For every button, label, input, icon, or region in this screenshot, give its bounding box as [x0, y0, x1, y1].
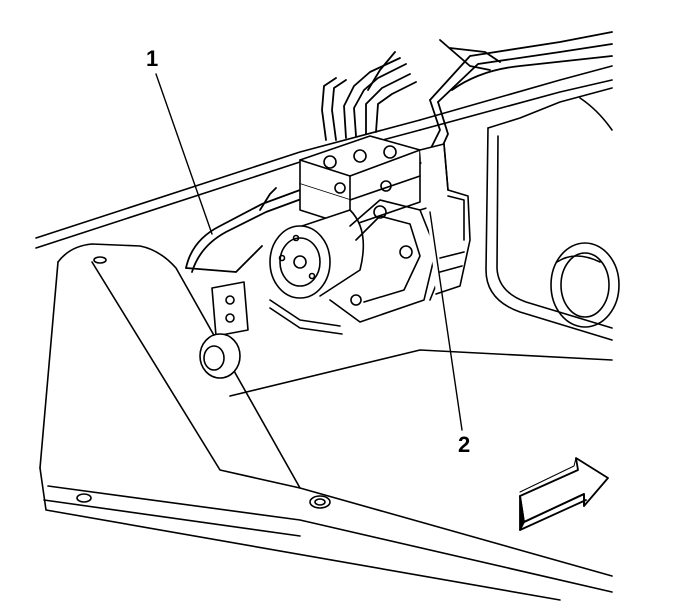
callout-label-2: 2	[458, 432, 471, 457]
leader-line-1	[155, 73, 213, 235]
module-tubes	[321, 57, 417, 141]
electronic-control-unit	[419, 143, 471, 295]
pump-motor	[269, 209, 365, 299]
callout-label-1: 1	[146, 46, 159, 71]
mounting-bracket	[199, 281, 249, 379]
front-frame-member	[39, 243, 613, 601]
leader-lines	[155, 73, 463, 431]
inner-fender-panel	[485, 87, 620, 341]
direction-arrow-icon	[519, 457, 609, 531]
leader-line-2	[429, 211, 463, 431]
abs-modulator-body	[299, 135, 421, 227]
floor-line	[229, 349, 613, 397]
